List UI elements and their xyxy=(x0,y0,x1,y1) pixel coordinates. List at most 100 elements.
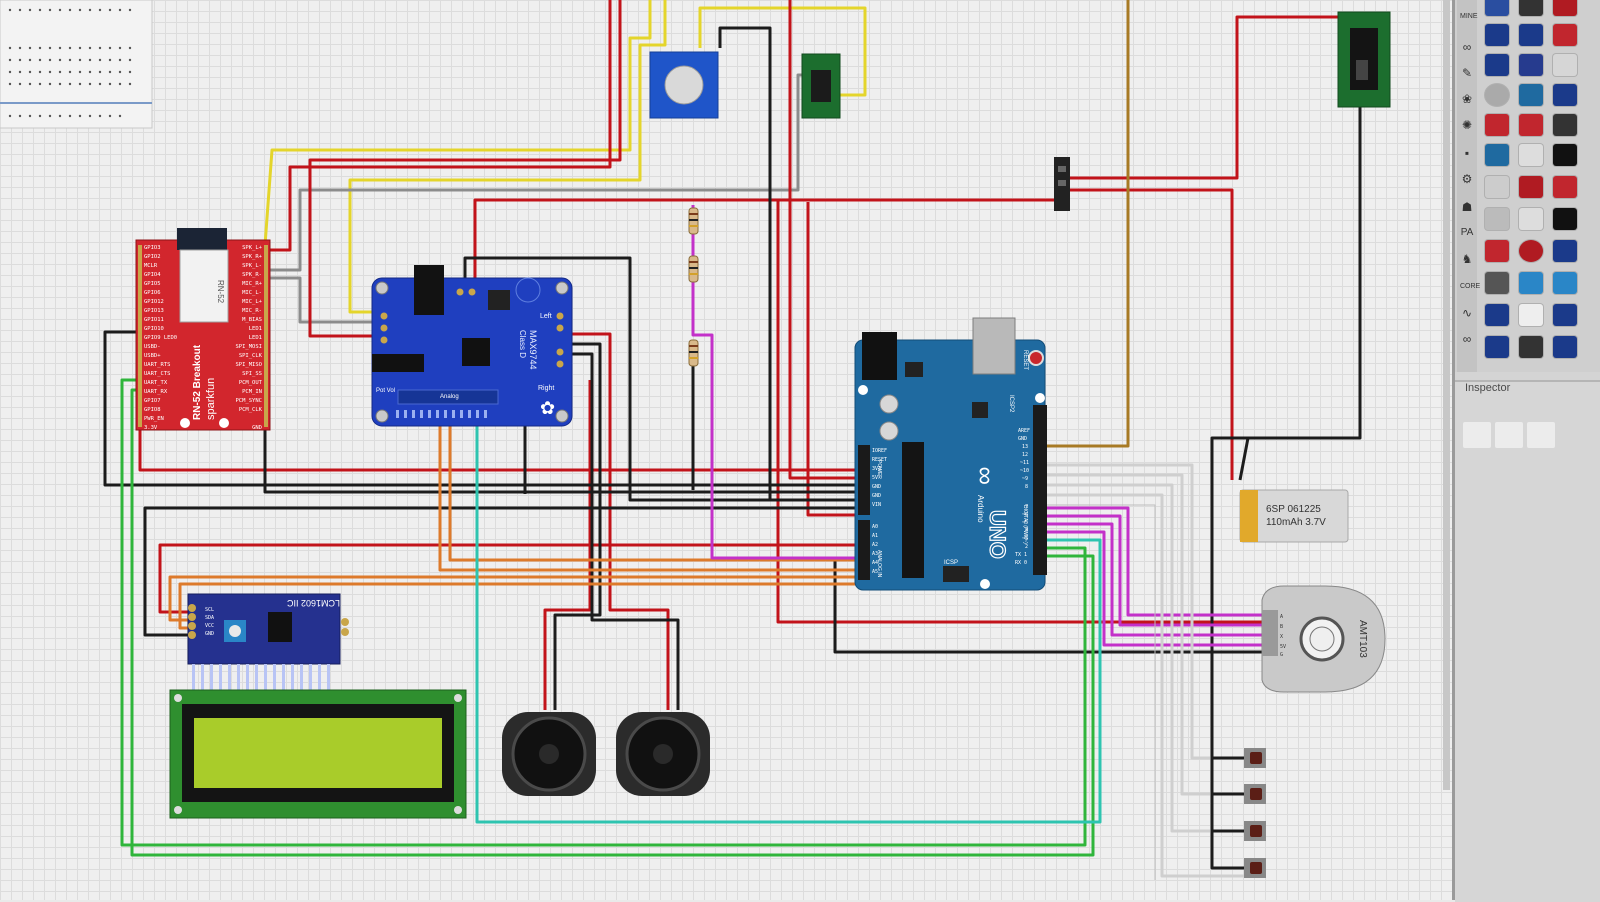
part-thumbnail[interactable] xyxy=(1519,208,1543,230)
max9744-amplifier[interactable]: MAX9744 Class D Left Right Pot Vol Analo… xyxy=(371,265,573,427)
wire-gray[interactable] xyxy=(265,73,808,272)
wire-black[interactable] xyxy=(1238,437,1250,481)
push-button[interactable] xyxy=(1244,858,1266,878)
breadboard-fragment[interactable] xyxy=(0,0,153,129)
part-thumbnail[interactable] xyxy=(1485,144,1509,166)
parts-tab-animal-icon[interactable]: ♞ xyxy=(1461,252,1473,266)
part-thumbnail[interactable] xyxy=(1553,208,1577,230)
parts-tab-seeed-icon[interactable]: ❀ xyxy=(1461,92,1473,106)
wire-black[interactable] xyxy=(143,506,855,637)
inspector-preview-pcb[interactable] xyxy=(1527,422,1555,448)
wire-yellow[interactable] xyxy=(698,6,867,97)
part-thumbnail[interactable] xyxy=(1485,84,1509,106)
breadboard-canvas[interactable]: RN-52 RN-52 Breakout sparkfun GPIO3 GPIO… xyxy=(0,0,1452,900)
wire-white[interactable] xyxy=(1045,493,1252,878)
inspector-preview-schematic[interactable] xyxy=(1495,422,1523,448)
wire-white[interactable] xyxy=(1045,463,1210,760)
part-thumbnail[interactable] xyxy=(1553,272,1577,294)
wire-orange[interactable] xyxy=(178,582,855,630)
resistor[interactable] xyxy=(688,255,699,283)
part-thumbnail[interactable] xyxy=(1519,54,1543,76)
part-thumbnail[interactable] xyxy=(1553,84,1577,106)
wire-magenta[interactable] xyxy=(691,205,855,560)
wire-red[interactable] xyxy=(265,0,612,252)
wire-orange[interactable] xyxy=(438,420,855,572)
wire-red[interactable] xyxy=(572,332,670,710)
wire-red[interactable] xyxy=(138,420,855,472)
part-thumbnail[interactable] xyxy=(1485,0,1509,16)
wire-red[interactable] xyxy=(1062,15,1343,180)
part-thumbnail[interactable] xyxy=(1519,176,1543,198)
push-button[interactable] xyxy=(1244,821,1266,841)
wire-magenta[interactable] xyxy=(1045,522,1265,637)
speaker-right[interactable] xyxy=(616,712,710,796)
schematic-view[interactable]: RN-52 RN-52 Breakout sparkfun GPIO3 GPIO… xyxy=(0,0,1452,900)
wire-black[interactable] xyxy=(263,420,855,494)
amt103-encoder[interactable]: AMT103 A B X 5V G xyxy=(1261,585,1386,693)
wire-magenta[interactable] xyxy=(1045,506,1265,617)
wire-yellow[interactable] xyxy=(348,0,667,314)
part-thumbnail[interactable] xyxy=(1553,336,1577,358)
parts-tab-core[interactable]: CORE xyxy=(1460,283,1481,290)
wire-black[interactable] xyxy=(103,330,855,487)
parts-tab-pa[interactable]: PA xyxy=(1460,227,1474,238)
part-thumbnail[interactable] xyxy=(1553,304,1577,326)
part-thumbnail[interactable] xyxy=(1519,304,1543,326)
parts-tab-infinity-icon[interactable]: ∞ xyxy=(1462,40,1472,54)
part-thumbnail[interactable] xyxy=(1485,336,1509,358)
parts-bin[interactable]: MINE ∞ ✎ ❀ ✺ ▪ ⚙ ☗ PA ♞ CORE ∿ ∞ xyxy=(1455,0,1600,372)
wire-black[interactable] xyxy=(833,560,1262,654)
wire-cyan[interactable] xyxy=(475,420,1102,824)
parts-tab-pencil-icon[interactable]: ✎ xyxy=(1461,66,1473,80)
push-button[interactable] xyxy=(1244,748,1266,768)
jst-connector[interactable] xyxy=(1054,157,1070,211)
parts-tab-mine[interactable]: MINE xyxy=(1460,13,1478,20)
resistors[interactable] xyxy=(688,207,699,367)
wire-green[interactable] xyxy=(120,378,1087,847)
part-thumbnail[interactable] xyxy=(1519,24,1543,46)
part-thumbnail[interactable] xyxy=(1553,176,1577,198)
lcd-i2c-adapter[interactable]: LCM1602 IIC SCL SDA VCC GND xyxy=(187,593,349,690)
wire-black[interactable] xyxy=(553,342,602,710)
lipo-battery[interactable]: 6SP 061225 110mAh 3.7V xyxy=(1239,489,1349,543)
wire-white[interactable] xyxy=(1045,483,1210,833)
wire-red[interactable] xyxy=(1062,188,1234,480)
parts-tab-chip-icon[interactable]: ▪ xyxy=(1464,146,1470,160)
wires[interactable] xyxy=(103,0,1362,880)
wire-brown[interactable] xyxy=(1040,0,1130,448)
part-thumbnail[interactable] xyxy=(1485,304,1509,326)
wire-black[interactable] xyxy=(572,352,680,710)
part-thumbnail[interactable] xyxy=(1519,240,1543,262)
wire-white[interactable] xyxy=(1045,473,1210,796)
slide-switch[interactable] xyxy=(801,53,841,119)
resistor[interactable] xyxy=(688,339,699,367)
wire-black[interactable] xyxy=(718,26,772,500)
part-thumbnail[interactable] xyxy=(1553,24,1577,46)
wire-red[interactable] xyxy=(158,543,855,614)
wire-magenta[interactable] xyxy=(1045,530,1265,647)
part-thumbnail[interactable] xyxy=(1485,24,1509,46)
wire-black[interactable] xyxy=(1210,105,1362,870)
part-thumbnail[interactable] xyxy=(1553,114,1577,136)
parts-tab-loop-icon[interactable]: ∞ xyxy=(1462,332,1472,346)
canvas-vertical-scrollbar[interactable] xyxy=(1443,0,1450,790)
part-thumbnail[interactable] xyxy=(1485,54,1509,76)
wire-black[interactable] xyxy=(463,256,855,502)
parts-bin-tabs[interactable]: MINE ∞ ✎ ❀ ✺ ▪ ⚙ ☗ PA ♞ CORE ∿ ∞ xyxy=(1457,0,1481,372)
wire-yellow[interactable] xyxy=(263,0,652,246)
parts-tab-gear-icon[interactable]: ⚙ xyxy=(1461,172,1473,186)
part-thumbnail[interactable] xyxy=(1485,208,1509,230)
part-thumbnail[interactable] xyxy=(1519,84,1543,106)
part-thumbnail[interactable] xyxy=(1553,240,1577,262)
part-thumbnail[interactable] xyxy=(1519,0,1543,16)
wire-orange[interactable] xyxy=(448,420,855,562)
wire-red[interactable] xyxy=(806,202,855,517)
part-thumbnail[interactable] xyxy=(1519,272,1543,294)
part-thumbnail[interactable] xyxy=(1553,54,1577,76)
part-thumbnail[interactable] xyxy=(1485,114,1509,136)
resistor[interactable] xyxy=(688,207,699,235)
speaker-left[interactable] xyxy=(502,712,596,796)
part-thumbnail[interactable] xyxy=(1553,0,1577,16)
part-thumbnail[interactable] xyxy=(1519,114,1543,136)
part-thumbnail[interactable] xyxy=(1519,144,1543,166)
